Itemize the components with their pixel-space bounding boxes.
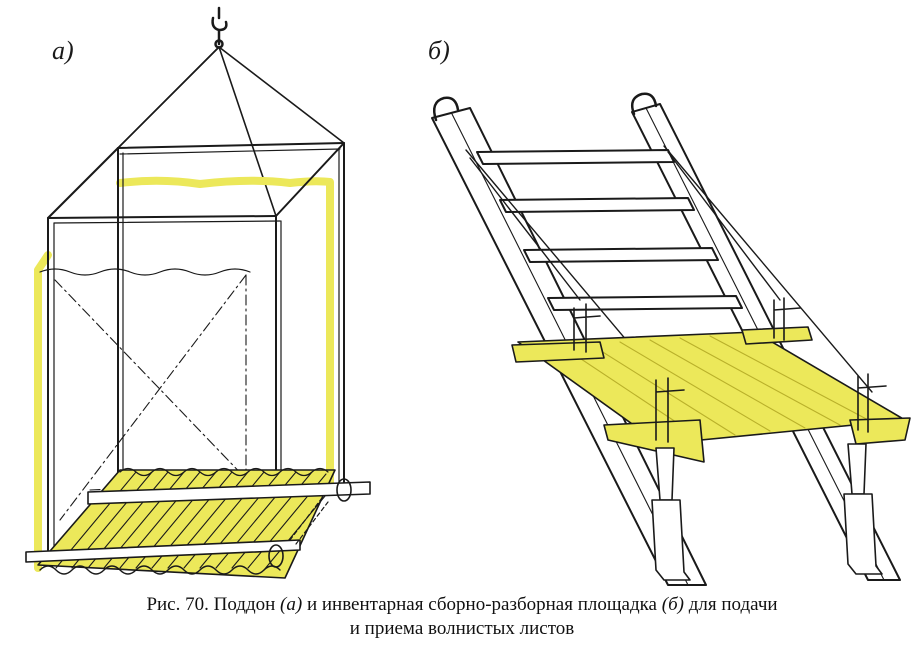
caption-line-2: и приема волнистых листов: [349, 618, 575, 639]
pallet-drawing: [25, 6, 371, 579]
crane-hook: [211, 6, 228, 49]
panel-label-b: б): [428, 36, 450, 65]
support-legs: [651, 443, 883, 581]
caption-middle: и инвентарная сборно-разборная площадка: [302, 594, 662, 615]
technical-illustration: [25, 6, 911, 586]
caption-mark-b: (б): [661, 594, 684, 615]
pallet-bearers: [25, 478, 371, 568]
guard-posts: [573, 297, 887, 443]
stack-level-line: [39, 268, 251, 276]
caption-mark-a: (а): [280, 594, 303, 615]
slings: [47, 46, 345, 219]
ladder-platform-drawing: [431, 92, 911, 586]
highlighted-frame: [34, 176, 334, 572]
ladder-rungs: [476, 149, 743, 311]
caption-prefix: Рис. 70. Поддон: [146, 594, 281, 615]
figure-caption: Рис. 70. Поддон (а) и инвентарная сборно…: [0, 593, 924, 641]
platform-deck: [511, 326, 911, 463]
panel-label-a: а): [52, 36, 74, 65]
pallet-frame: [47, 142, 345, 561]
caption-end: для подачи: [683, 594, 778, 615]
caption-line-1: Рис. 70. Поддон (а) и инвентарная сборно…: [0, 593, 924, 617]
